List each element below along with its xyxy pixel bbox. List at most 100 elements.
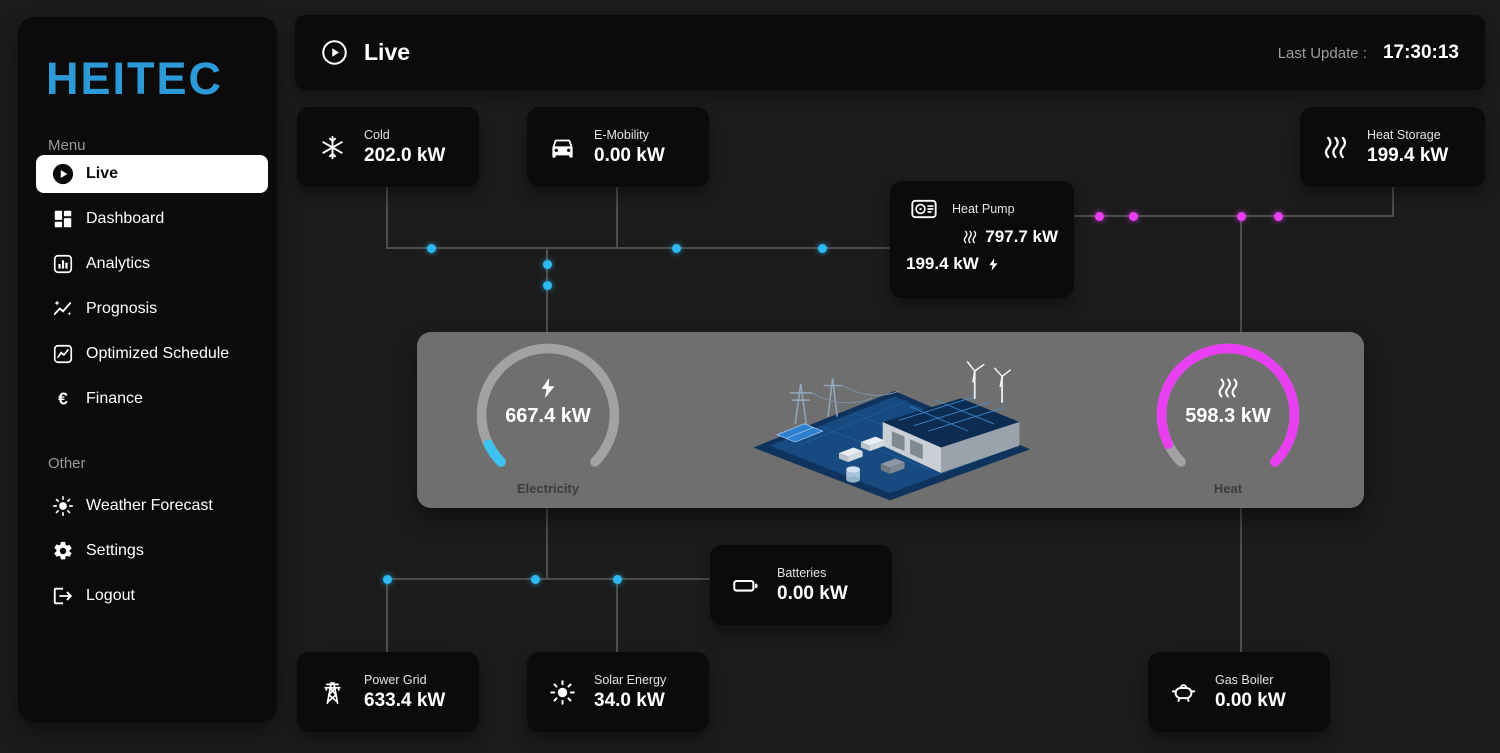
node-gas-boiler: Gas Boiler 0.00 kW xyxy=(1148,652,1330,732)
site-overview-panel: 667.4 kW Electricity xyxy=(417,332,1364,508)
node-label: Solar Energy xyxy=(594,672,667,687)
heat-pump-electric-value: 199.4 kW xyxy=(906,254,979,273)
flow-line xyxy=(1240,508,1242,652)
last-update: Last Update : 17:30:13 xyxy=(1278,42,1459,64)
electric-flow-dot xyxy=(543,281,552,290)
electricity-gauge: 667.4 kW Electricity xyxy=(473,340,623,496)
electric-flow-dot xyxy=(383,575,392,584)
sidebar-item-label: Optimized Schedule xyxy=(86,345,230,362)
page-header: Live Last Update : 17:30:13 xyxy=(295,15,1485,90)
sidebar-item-label: Logout xyxy=(86,587,135,604)
lightning-bolt-icon xyxy=(536,376,560,400)
main-menu: Live Dashboard Analytics Prognosis Optim… xyxy=(18,155,277,425)
car-icon xyxy=(549,134,576,161)
node-batteries: Batteries 0.00 kW xyxy=(710,545,892,625)
menu-section-label: Menu xyxy=(48,137,86,154)
bar-chart-icon xyxy=(52,253,74,275)
heat-pump-heat-value: 797.7 kW xyxy=(985,227,1058,246)
battery-icon xyxy=(732,572,759,599)
flow-line xyxy=(546,508,548,580)
heat-waves-icon xyxy=(1322,134,1349,161)
boiler-icon xyxy=(1170,679,1197,706)
node-cold: Cold 202.0 kW xyxy=(297,107,479,187)
heat-waves-icon xyxy=(1216,376,1240,400)
node-value: 0.00 kW xyxy=(1215,689,1286,711)
sidebar-item-label: Weather Forecast xyxy=(86,497,213,514)
factory-illustration xyxy=(753,361,1031,501)
node-value: 202.0 kW xyxy=(364,144,446,166)
sidebar-item-optimized-schedule[interactable]: Optimized Schedule xyxy=(36,335,268,373)
flow-line xyxy=(386,580,388,652)
electricity-label: Electricity xyxy=(516,481,580,496)
flow-line xyxy=(616,580,618,652)
flow-line xyxy=(386,247,890,249)
lightning-bolt-icon xyxy=(986,257,1001,272)
node-value: 199.4 kW xyxy=(1367,144,1449,166)
sidebar-item-label: Live xyxy=(86,165,119,182)
sidebar-item-label: Analytics xyxy=(86,255,151,272)
flow-line xyxy=(616,187,618,249)
electric-flow-dot xyxy=(613,575,622,584)
electric-flow-dot xyxy=(427,244,436,253)
sidebar-item-settings[interactable]: Settings xyxy=(36,532,268,570)
play-circle-icon xyxy=(52,163,74,185)
dashboard-grid-icon xyxy=(52,208,74,230)
heat-gauge: 598.3 kW Heat xyxy=(1153,340,1303,496)
trend-sparkle-icon xyxy=(52,298,74,320)
electric-flow-dot xyxy=(531,575,540,584)
sidebar-item-label: Prognosis xyxy=(86,300,158,317)
node-solar-energy: Solar Energy 34.0 kW xyxy=(527,652,709,732)
gear-icon xyxy=(52,540,74,562)
heat-label: Heat xyxy=(1213,481,1243,496)
flow-line xyxy=(386,187,388,249)
node-label: Batteries xyxy=(777,565,827,580)
node-label: Gas Boiler xyxy=(1215,672,1274,687)
sidebar-item-analytics[interactable]: Analytics xyxy=(36,245,268,283)
other-menu: Weather Forecast Settings Logout xyxy=(18,487,277,622)
node-label: Cold xyxy=(364,127,390,142)
other-section-label: Other xyxy=(48,455,86,472)
heat-flow-dot xyxy=(1095,212,1104,221)
flow-line xyxy=(1240,217,1242,332)
node-label: Heat Storage xyxy=(1367,127,1441,142)
node-label: Heat Pump xyxy=(952,202,1015,216)
sun-icon xyxy=(549,679,576,706)
node-value: 0.00 kW xyxy=(777,582,848,604)
sidebar-item-logout[interactable]: Logout xyxy=(36,577,268,615)
node-value: 633.4 kW xyxy=(364,689,446,711)
heat-flow-dot xyxy=(1129,212,1138,221)
node-power-grid: Power Grid 633.4 kW xyxy=(297,652,479,732)
sidebar-item-label: Finance xyxy=(86,390,143,407)
logout-icon xyxy=(52,585,74,607)
heat-flow-dot xyxy=(1274,212,1283,221)
heitec-logo: HEITEC xyxy=(46,53,224,104)
electric-flow-dot xyxy=(672,244,681,253)
node-value: 34.0 kW xyxy=(594,689,665,711)
node-label: Power Grid xyxy=(364,672,427,687)
electric-flow-dot xyxy=(818,244,827,253)
page-title: Live xyxy=(364,39,411,65)
play-circle-icon xyxy=(321,39,348,66)
heat-value: 598.3 kW xyxy=(1185,405,1271,427)
heat-pump-unit-icon xyxy=(906,195,942,223)
electricity-value: 667.4 kW xyxy=(505,405,591,427)
sidebar-item-prognosis[interactable]: Prognosis xyxy=(36,290,268,328)
snowflake-icon xyxy=(319,134,346,161)
sidebar-item-weather-forecast[interactable]: Weather Forecast xyxy=(36,487,268,525)
node-heat-pump: Heat Pump 797.7 kW 199.4 kW xyxy=(890,181,1074,298)
sidebar-item-finance[interactable]: Finance xyxy=(36,380,268,418)
sidebar: HEITEC Menu Live Dashboard Analytics Pro… xyxy=(18,17,277,722)
sidebar-item-dashboard[interactable]: Dashboard xyxy=(36,200,268,238)
flow-line xyxy=(386,578,712,580)
euro-icon xyxy=(52,388,74,410)
heat-flow-dot xyxy=(1237,212,1246,221)
sun-icon xyxy=(52,495,74,517)
flow-line xyxy=(1074,215,1394,217)
flow-line xyxy=(546,249,548,332)
sidebar-item-live[interactable]: Live xyxy=(36,155,268,193)
last-update-label: Last Update : xyxy=(1277,44,1367,62)
flow-line xyxy=(1392,187,1394,217)
node-emobility: E-Mobility 0.00 kW xyxy=(527,107,709,187)
node-label: E-Mobility xyxy=(594,127,649,142)
chart-box-icon xyxy=(52,343,74,365)
